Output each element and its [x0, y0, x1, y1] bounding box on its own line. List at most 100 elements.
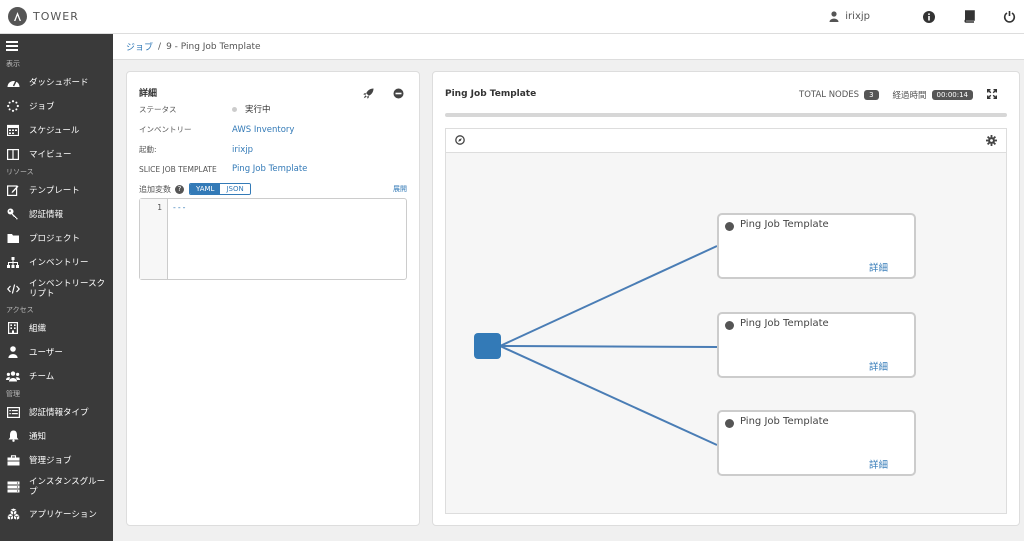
- edit-icon: [6, 183, 20, 197]
- node-status-dot-icon: [725, 222, 734, 231]
- columns-icon: [6, 147, 20, 161]
- info-icon[interactable]: [922, 10, 936, 24]
- sidebar-item-label: ダッシュボード: [29, 78, 89, 88]
- sidebar-item-label: ユーザー: [29, 348, 63, 358]
- slice-template-link[interactable]: Ping Job Template: [232, 164, 308, 174]
- node-status-dot-icon: [725, 321, 734, 330]
- details-title: 詳細: [139, 89, 158, 99]
- sidebar-item-dashboard[interactable]: ダッシュボード: [0, 70, 113, 94]
- app-title: TOWER: [33, 10, 79, 23]
- power-icon[interactable]: [1002, 10, 1016, 24]
- details-panel: 詳細 ステータス 実行中 インベントリー AWS Inventory 起動: i…: [126, 71, 420, 526]
- sidebar-item-label: テンプレート: [29, 186, 80, 196]
- launched-by-label: 起動:: [139, 145, 157, 154]
- sidebar-item-my-view[interactable]: マイビュー: [0, 142, 113, 166]
- code-icon: [6, 282, 20, 296]
- sidebar-item-schedules[interactable]: スケジュール: [0, 118, 113, 142]
- slice-template-label: SLICE JOB TEMPLATE: [139, 164, 217, 174]
- compass-icon[interactable]: [455, 135, 465, 148]
- list-alt-icon: [6, 405, 20, 419]
- section-label-admin: 管理: [6, 390, 20, 398]
- menu-toggle[interactable]: [0, 34, 113, 58]
- sidebar-item-applications[interactable]: アプリケーション: [0, 502, 113, 526]
- json-toggle-button[interactable]: JSON: [220, 184, 250, 194]
- workflow-node[interactable]: Ping Job Template 詳細: [717, 213, 916, 279]
- launched-by-link[interactable]: irixjp: [232, 144, 254, 155]
- breadcrumb-separator: /: [158, 41, 162, 52]
- sidebar-item-instance-groups[interactable]: インスタンスグループ: [0, 472, 113, 502]
- sidebar-item-notifications[interactable]: 通知: [0, 424, 113, 448]
- section-label-resources: リソース: [6, 168, 34, 176]
- workflow-progress-bar: [445, 113, 1007, 117]
- sidebar-item-management-jobs[interactable]: 管理ジョブ: [0, 448, 113, 472]
- sidebar: 表示 ダッシュボード ジョブ スケジュール マイビュー リソース テンプレート …: [0, 34, 113, 541]
- sidebar-item-users[interactable]: ユーザー: [0, 340, 113, 364]
- editor-code[interactable]: ---: [172, 203, 187, 212]
- relaunch-rocket-icon[interactable]: [363, 88, 374, 102]
- status-dot-icon: [232, 106, 237, 112]
- sidebar-item-label: 組織: [29, 324, 47, 334]
- graph-toolbar: [446, 129, 1006, 153]
- sidebar-item-credentials[interactable]: 認証情報: [0, 202, 113, 226]
- user-icon: [829, 11, 839, 22]
- sidebar-item-label: 管理ジョブ: [29, 456, 72, 466]
- settings-gear-icon[interactable]: [986, 135, 997, 149]
- sidebar-item-label: アプリケーション: [29, 510, 97, 520]
- node-detail-link[interactable]: 詳細: [868, 263, 888, 274]
- sidebar-item-label: 認証情報: [29, 210, 64, 220]
- sidebar-item-projects[interactable]: プロジェクト: [0, 226, 113, 250]
- cancel-job-icon[interactable]: [393, 88, 404, 102]
- editor-gutter: 1: [140, 199, 168, 279]
- sidebar-item-inventory-scripts[interactable]: インベントリースクリプト: [0, 274, 113, 304]
- building-icon: [6, 321, 20, 335]
- editor-line-number: 1: [157, 203, 162, 212]
- launched-by-row: 起動: irixjp: [139, 144, 253, 155]
- sidebar-item-label: 認証情報タイプ: [29, 408, 89, 418]
- server-icon: [6, 480, 20, 494]
- total-nodes-label: TOTAL NODES: [799, 90, 860, 100]
- workflow-node[interactable]: Ping Job Template 詳細: [717, 410, 916, 476]
- sidebar-item-label: チーム: [29, 372, 55, 382]
- briefcase-icon: [6, 453, 20, 467]
- breadcrumb-jobs-link[interactable]: ジョブ: [126, 43, 154, 53]
- breadcrumb-current: 9 - Ping Job Template: [166, 41, 261, 52]
- username: irixjp: [845, 11, 870, 22]
- node-detail-link[interactable]: 詳細: [868, 362, 888, 373]
- extra-vars-header: 追加変数 ? YAML JSON 展開: [139, 183, 407, 195]
- inventory-link[interactable]: AWS Inventory: [232, 124, 295, 135]
- node-status-dot-icon: [725, 419, 734, 428]
- node-name: Ping Job Template: [740, 219, 829, 230]
- fullscreen-icon[interactable]: [987, 89, 997, 102]
- sidebar-item-label: ジョブ: [29, 102, 55, 112]
- user-icon: [6, 345, 20, 359]
- node-detail-link[interactable]: 詳細: [868, 460, 888, 471]
- sidebar-item-credential-types[interactable]: 認証情報タイプ: [0, 400, 113, 424]
- sidebar-item-teams[interactable]: チーム: [0, 364, 113, 388]
- help-icon[interactable]: ?: [175, 184, 184, 194]
- top-bar: TOWER irixjp: [0, 0, 1024, 34]
- workflow-node[interactable]: Ping Job Template 詳細: [717, 312, 916, 378]
- sidebar-item-label: インスタンスグループ: [29, 477, 106, 497]
- sidebar-item-inventories[interactable]: インベントリー: [0, 250, 113, 274]
- calendar-icon: [6, 123, 20, 137]
- workflow-title: Ping Job Template: [445, 89, 537, 99]
- extra-vars-label: 追加変数: [139, 184, 171, 194]
- format-toggle: YAML JSON: [189, 183, 251, 195]
- sidebar-item-organizations[interactable]: 組織: [0, 316, 113, 340]
- user-menu[interactable]: irixjp: [829, 11, 870, 22]
- status-label: ステータス: [139, 104, 177, 114]
- ansible-logo-icon: [8, 7, 27, 26]
- extra-vars-editor[interactable]: 1 ---: [139, 198, 407, 280]
- sidebar-item-jobs[interactable]: ジョブ: [0, 94, 113, 118]
- book-icon[interactable]: [962, 10, 976, 24]
- expand-link[interactable]: 展開: [393, 185, 407, 193]
- workflow-graph: Ping Job Template 詳細 Ping Job Template 詳…: [445, 128, 1007, 514]
- tower-logo[interactable]: TOWER: [8, 7, 79, 26]
- inventory-row: インベントリー AWS Inventory: [139, 124, 294, 135]
- sidebar-item-label: マイビュー: [29, 150, 72, 160]
- yaml-toggle-button[interactable]: YAML: [190, 184, 221, 194]
- folder-icon: [6, 231, 20, 245]
- sidebar-item-templates[interactable]: テンプレート: [0, 178, 113, 202]
- workflow-panel: Ping Job Template TOTAL NODES 3 経過時間 00:…: [432, 71, 1020, 526]
- workflow-start-node[interactable]: [474, 333, 501, 359]
